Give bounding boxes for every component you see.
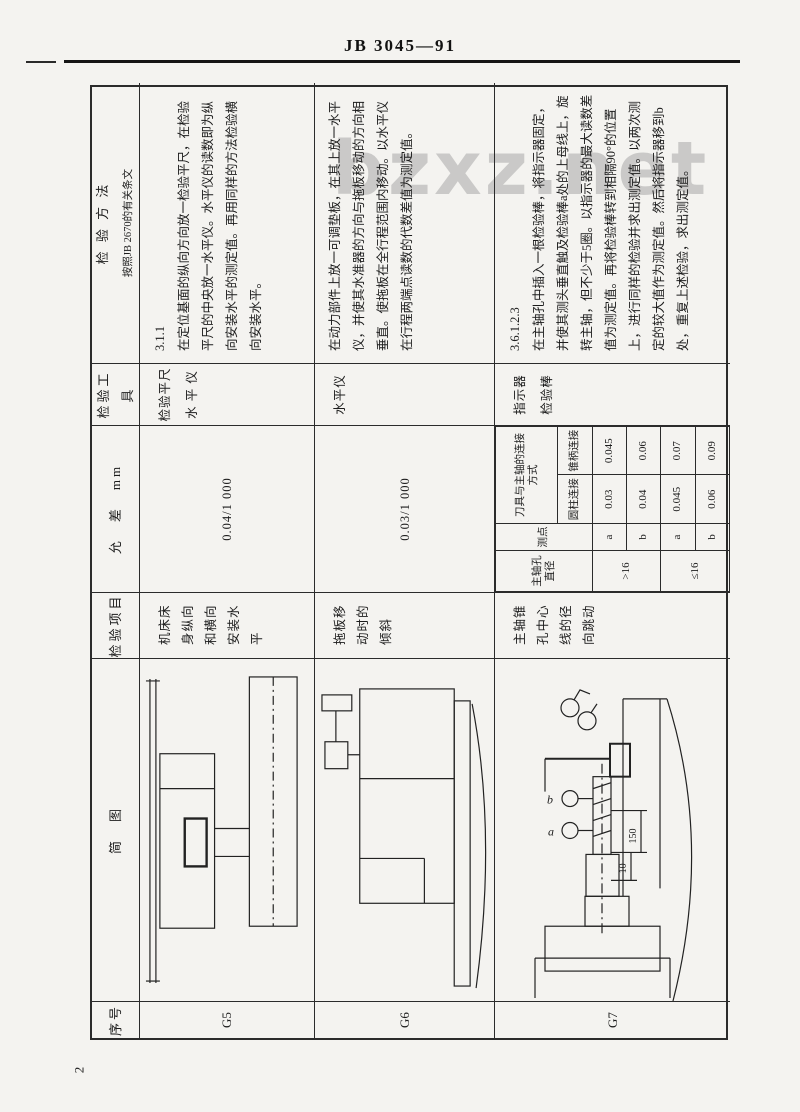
row-number: G7 (495, 1001, 730, 1038)
carriage-level-drawing (321, 688, 487, 989)
subtable-point: b (695, 523, 730, 551)
method-text: 在定位基面的纵向方向放一检验平尺，在检验平尺的中央放一水平仪。水平仪的读数即为纵… (177, 100, 263, 351)
subtable-value: 0.045 (660, 475, 696, 524)
title-rule-dash (26, 61, 56, 63)
inspection-item: 机床床身纵向和横向安装水平 (140, 592, 315, 658)
column-header-method-subtitle: 按照JB 2670的有关条文 (122, 168, 134, 278)
inspection-tools: 水平仪 (315, 363, 495, 425)
inspection-item: 主轴锥孔中心线的径向跳动 (495, 592, 730, 658)
diagram-carriage-level (315, 658, 495, 1001)
point-a-label: a (548, 825, 554, 839)
point-b-label: b (547, 793, 553, 807)
method-clause-ref: 3.1.1 (153, 326, 167, 351)
column-header-tolerance: 允 差 mm (92, 425, 140, 592)
page-title: JB 3045—91 (343, 36, 457, 55)
subtable-point: a (660, 523, 696, 551)
row-number: G5 (140, 1001, 315, 1038)
subtable-value: 0.03 (592, 475, 627, 524)
inspection-table: 序号 简 图 检验项目 允 差 mm 检验工具 检 验 方 法 按照JB 267… (90, 83, 730, 1040)
inspection-method: 3.6.1.2.3 在主轴孔中插入一根检验棒，将指示器固定，并使其测头垂直触及检… (495, 83, 730, 363)
tolerance-subtable: 主轴孔直径 测点 刀具与主轴的连接方式 圆柱连接 锥柄连接 >16 a 0.03… (495, 426, 730, 592)
subtable-header-taper: 锥柄连接 (557, 426, 593, 475)
column-header-method: 检 验 方 法 按照JB 2670的有关条文 (92, 83, 140, 363)
spindle-runout-drawing: b a 150 10 (534, 689, 693, 1001)
column-header-method-title: 检 验 方 法 (94, 181, 110, 265)
inspection-item: 拖板移动时的倾斜 (315, 592, 495, 658)
subtable-header-point: 测点 (495, 523, 593, 551)
column-header-item: 检验项目 (92, 592, 140, 658)
method-clause-ref: 3.6.1.2.3 (508, 307, 522, 351)
subtable-header-cylindrical: 圆柱连接 (557, 475, 593, 524)
page-number: 2 (71, 1066, 87, 1074)
diagram-spindle-runout: b a 150 10 (495, 658, 730, 1001)
subtable-diameter-value: >16 (592, 550, 661, 592)
inspection-tools: 指示器 检验棒 (495, 363, 730, 425)
method-text: 在主轴孔中插入一根检验棒，将指示器固定，并使其测头垂直触及检验棒a处的上母线上，… (532, 94, 690, 351)
subtable-point: a (592, 523, 627, 551)
tolerance-value: 0.04/1 000 (140, 425, 315, 592)
subtable-value: 0.04 (626, 475, 661, 524)
diagram-bed-level (140, 658, 315, 1001)
subtable-point: b (626, 523, 661, 551)
column-header-tools: 检验工具 (92, 363, 140, 425)
row-number: G6 (315, 1001, 495, 1038)
subtable-header-diameter: 主轴孔直径 (495, 550, 593, 592)
subtable-diameter-value: ≤16 (660, 550, 730, 592)
subtable-value: 0.045 (592, 426, 627, 475)
dim-150-label: 150 (628, 829, 639, 844)
bed-level-drawing (145, 676, 298, 984)
subtable-value: 0.07 (660, 426, 696, 475)
inspection-tools: 检验平尺 水 平 仪 (140, 363, 315, 425)
column-header-no: 序号 (92, 1001, 140, 1038)
rotated-table-container: 序号 简 图 检验项目 允 差 mm 检验工具 检 验 方 法 按照JB 267… (90, 83, 730, 1040)
watermark: bzxz.net (332, 126, 710, 212)
inspection-method: 3.1.1 在定位基面的纵向方向放一检验平尺，在检验平尺的中央放一水平仪。水平仪… (140, 83, 315, 363)
subtable-value: 0.06 (695, 475, 730, 524)
tolerance-value: 0.03/1 000 (315, 425, 495, 592)
title-rule (64, 60, 740, 63)
column-header-diagram: 简 图 (92, 658, 140, 1001)
subtable-value: 0.06 (626, 426, 661, 475)
method-text: 在动力部件上放一可调垫板，在其上放一水平仪，并使其水准器的方向与拖板移动的方向相… (328, 100, 414, 351)
inspection-method: 在动力部件上放一可调垫板，在其上放一水平仪，并使其水准器的方向与拖板移动的方向相… (315, 83, 495, 363)
subtable-header-connection: 刀具与主轴的连接方式 (495, 426, 558, 524)
tolerance-subtable-cell: 主轴孔直径 测点 刀具与主轴的连接方式 圆柱连接 锥柄连接 >16 a 0.03… (495, 425, 730, 592)
subtable-value: 0.09 (695, 426, 730, 475)
